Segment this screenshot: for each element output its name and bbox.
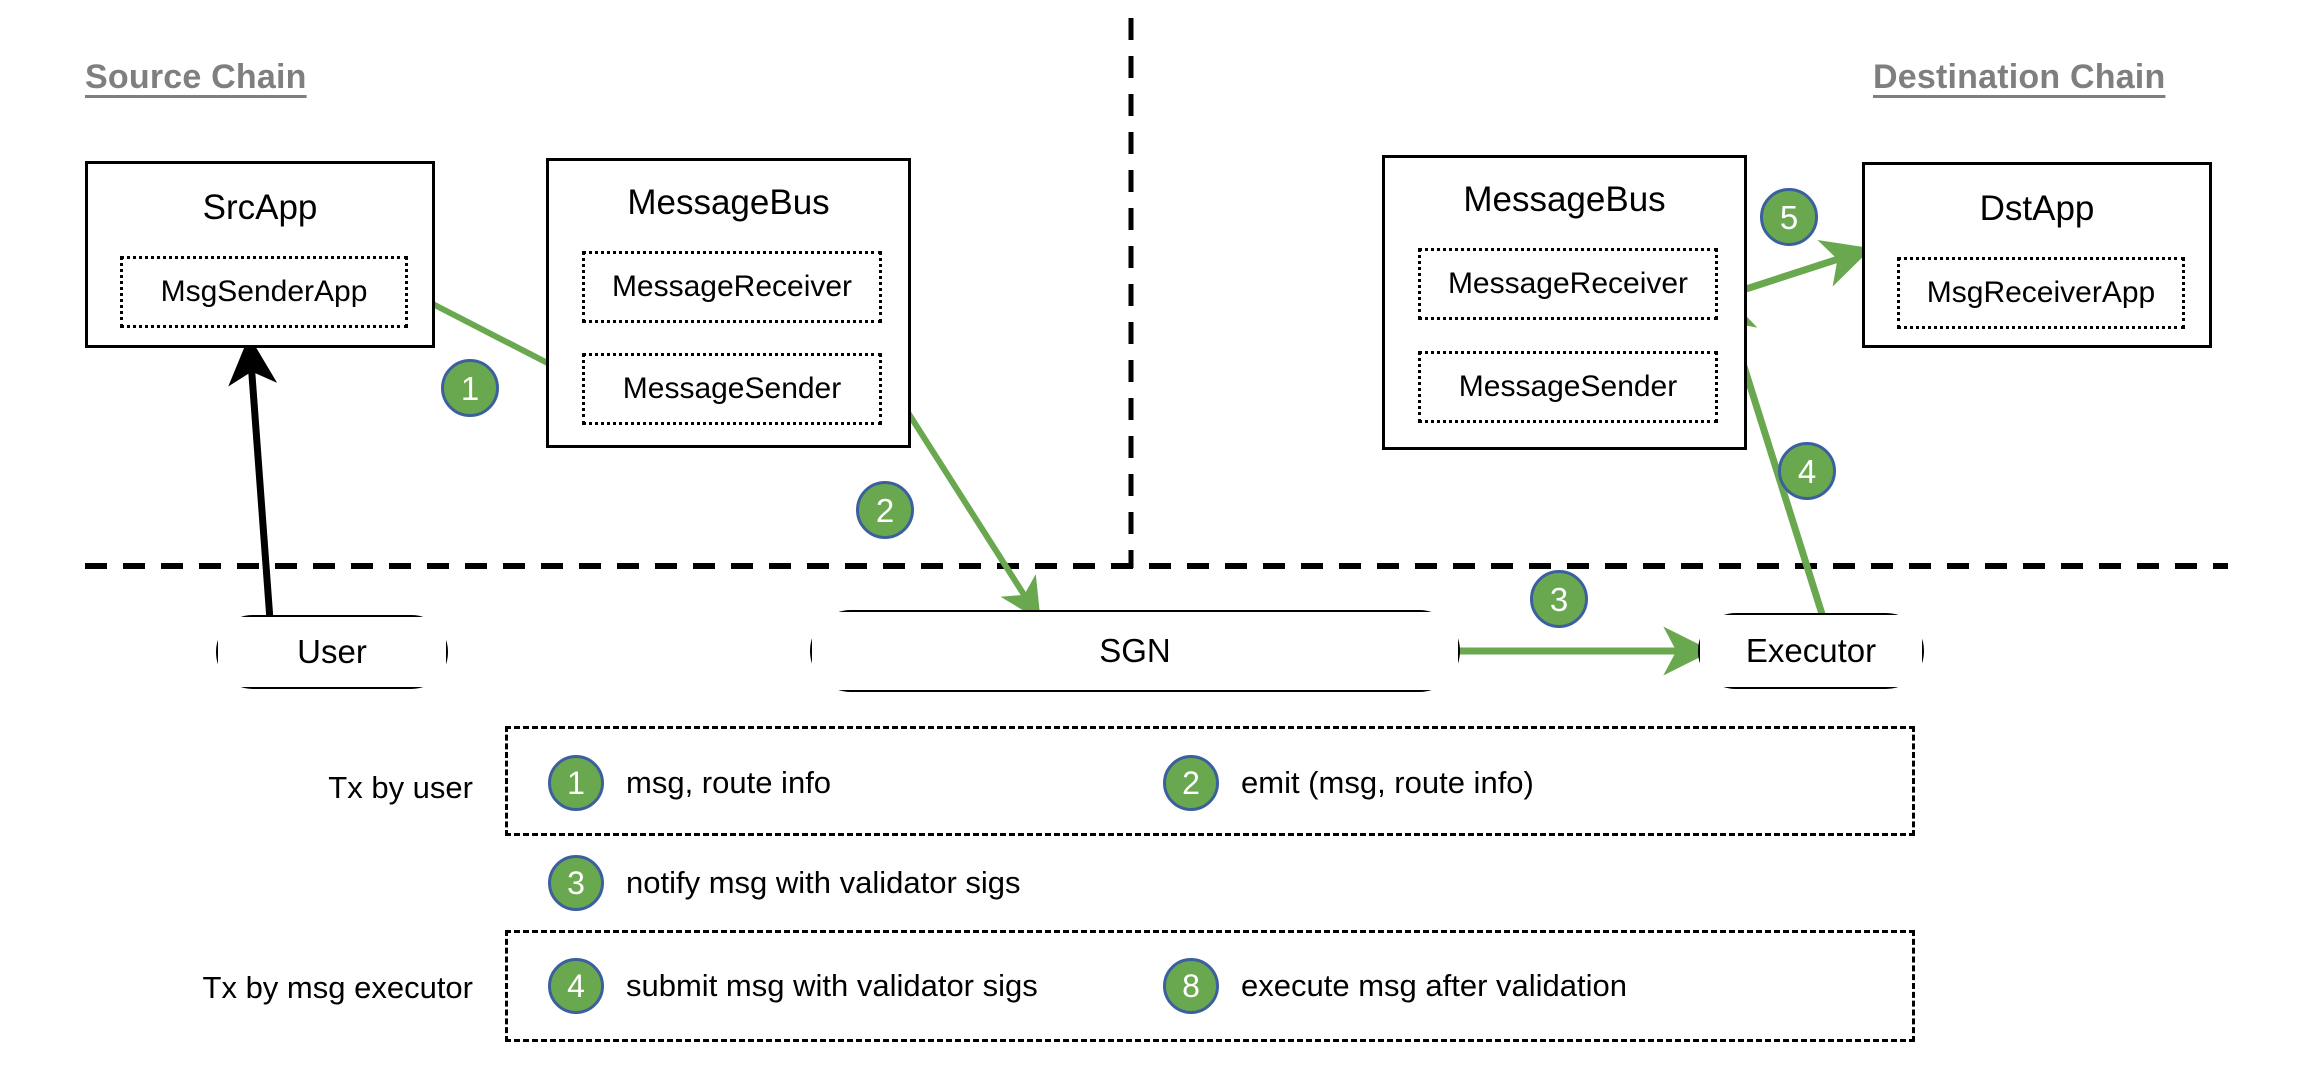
- source-messagebus-box[interactable]: MessageBus MessageReceiver MessageSender: [546, 158, 911, 448]
- destination-messagebus-box[interactable]: MessageBus MessageReceiver MessageSender: [1382, 155, 1747, 450]
- destination-messagebus-component-messagereceiver[interactable]: MessageReceiver: [1418, 248, 1718, 320]
- destination-chain-heading: Destination Chain: [1873, 58, 2166, 96]
- legend-box-tx-by-user: [505, 726, 1915, 836]
- legend-entry-1: 1 msg, route info: [548, 755, 831, 811]
- legend-label-tx-by-user: Tx by user: [328, 770, 473, 805]
- legend-label-tx-by-msg-executor: Tx by msg executor: [202, 970, 473, 1005]
- flow-badge-2: 2: [856, 481, 914, 539]
- flow-badge-1: 1: [441, 359, 499, 417]
- legend-badge-8: 8: [1163, 958, 1219, 1014]
- legend-badge-1: 1: [548, 755, 604, 811]
- source-messagebus-component-messagereceiver[interactable]: MessageReceiver: [582, 251, 882, 323]
- legend-badge-3: 3: [548, 855, 604, 911]
- legend-box-tx-by-msg-executor: [505, 930, 1915, 1042]
- srcapp-title: SrcApp: [202, 188, 318, 227]
- user-label: User: [297, 633, 367, 670]
- srcapp-box[interactable]: SrcApp MsgSenderApp: [85, 161, 435, 348]
- sgn-node[interactable]: SGN: [812, 612, 1458, 690]
- legend-entry-8: 8 execute msg after validation: [1163, 958, 1627, 1014]
- source-messagebus-title: MessageBus: [627, 183, 830, 222]
- dstapp-title: DstApp: [1979, 189, 2095, 228]
- source-messagesender-label: MessageSender: [622, 372, 842, 405]
- dstapp-component-msgreceiverapp[interactable]: MsgReceiverApp: [1897, 257, 2185, 329]
- source-messagereceiver-label: MessageReceiver: [611, 270, 853, 303]
- flow-badge-3: 3: [1530, 570, 1588, 628]
- dstapp-component-label: MsgReceiverApp: [1926, 276, 2156, 309]
- source-messagebus-component-messagesender[interactable]: MessageSender: [582, 353, 882, 425]
- legend-badge-2: 2: [1163, 755, 1219, 811]
- destination-messagesender-label: MessageSender: [1458, 370, 1678, 403]
- arrow-2-messagesender-to-sgn: [897, 398, 1041, 621]
- dstapp-box[interactable]: DstApp MsgReceiverApp: [1862, 162, 2212, 348]
- legend-text-8: execute msg after validation: [1241, 968, 1627, 1003]
- flow-badge-5: 5: [1760, 188, 1818, 246]
- srcapp-component-msgsenderapp[interactable]: MsgSenderApp: [120, 256, 408, 328]
- srcapp-component-label: MsgSenderApp: [160, 275, 368, 308]
- arrow-user-to-srcapp: [228, 335, 278, 621]
- legend-entry-2: 2 emit (msg, route info): [1163, 755, 1534, 811]
- executor-node[interactable]: Executor: [1700, 615, 1922, 687]
- legend-text-4: submit msg with validator sigs: [626, 968, 1038, 1003]
- user-node[interactable]: User: [218, 617, 446, 687]
- legend-entry-4: 4 submit msg with validator sigs: [548, 958, 1038, 1014]
- legend-text-2: emit (msg, route info): [1241, 765, 1534, 800]
- legend-text-1: msg, route info: [626, 765, 832, 800]
- legend-text-3: notify msg with validator sigs: [626, 865, 1021, 900]
- sgn-label: SGN: [1099, 632, 1171, 669]
- destination-messagereceiver-label: MessageReceiver: [1447, 267, 1689, 300]
- legend-entry-3: 3 notify msg with validator sigs: [548, 855, 1021, 911]
- destination-messagebus-component-messagesender[interactable]: MessageSender: [1418, 351, 1718, 423]
- executor-label: Executor: [1745, 632, 1877, 669]
- source-chain-heading: Source Chain: [85, 58, 307, 96]
- flow-badge-4: 4: [1778, 442, 1836, 500]
- legend-badge-4: 4: [548, 958, 604, 1014]
- destination-messagebus-title: MessageBus: [1463, 180, 1666, 219]
